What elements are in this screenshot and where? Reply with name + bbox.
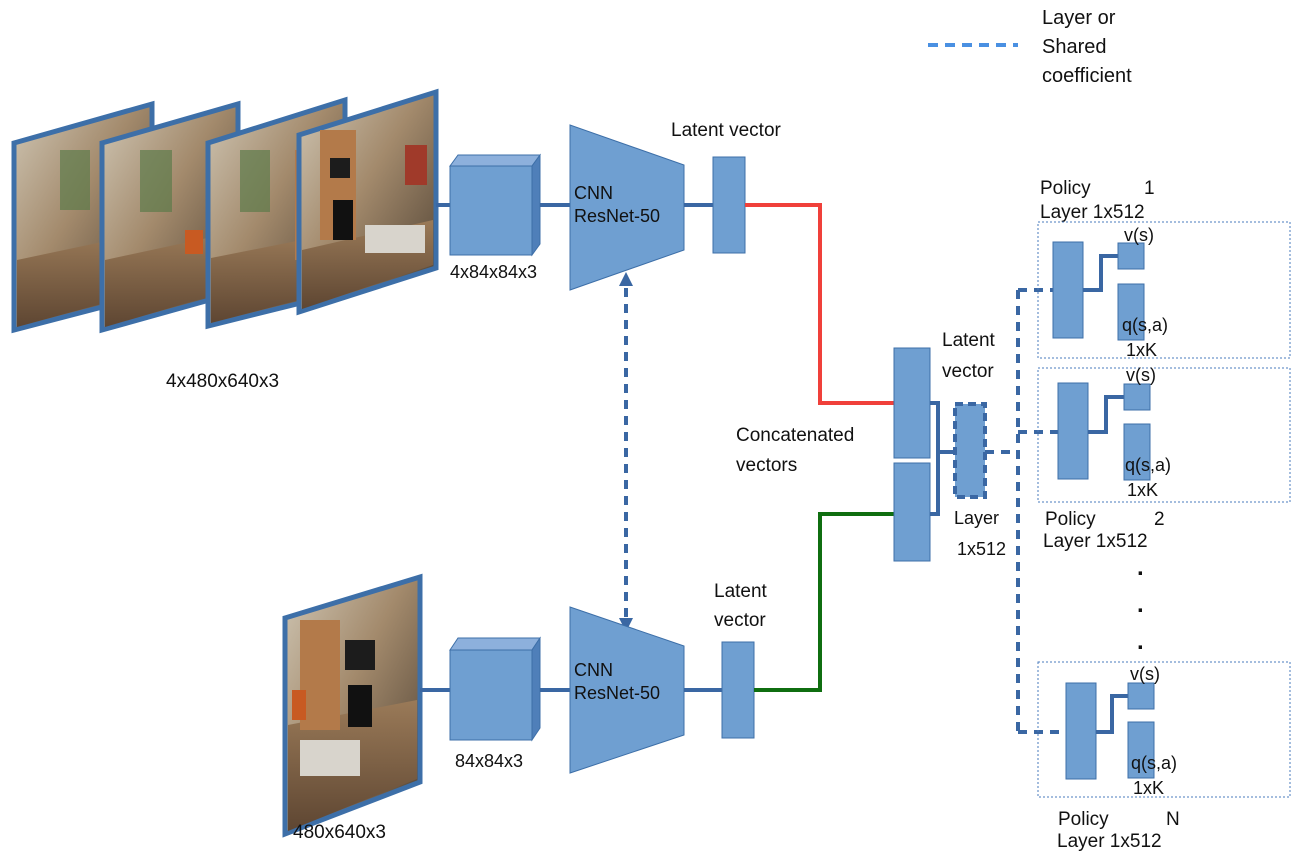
policy-2-v-label: v(s) (1126, 365, 1156, 385)
policy-2-q-label: q(s,a) (1125, 455, 1171, 475)
bottom-resized-label: 84x84x3 (455, 751, 523, 771)
policy-2-dotted-box (1037, 367, 1291, 503)
policy-n-layer: Layer 1x512 (1057, 831, 1162, 852)
policy-1-branch (1083, 254, 1118, 292)
top-latent-label: Latent vector (671, 120, 782, 141)
top-cnn-label-line1: CNN (574, 183, 613, 203)
policy-n-index: N (1166, 809, 1180, 830)
policy-block-1: Policy 1 Layer 1x512 v(s) q(s,a) 1xK (1037, 178, 1291, 360)
top-cnn-label-line2: ResNet-50 (574, 206, 660, 226)
policy-1-dotted-box (1037, 221, 1291, 359)
shared-layer-label-line1: Layer (954, 508, 999, 528)
policy-ellipsis-1: . (1137, 554, 1144, 581)
concat-vector-bottom (893, 462, 931, 562)
policy-1-index: 1 (1144, 178, 1155, 199)
legend-text-line2: Shared (1042, 36, 1107, 58)
bottom-resized-cube (449, 636, 541, 742)
policy-n-v-label: v(s) (1130, 664, 1160, 684)
shared-latent-label-line2: vector (942, 361, 994, 382)
top-cnn-block: CNN ResNet-50 (569, 124, 685, 291)
legend: Layer or Shared coefficient (928, 7, 1132, 87)
bottom-cnn-label-line1: CNN (574, 660, 613, 680)
policy-ellipsis-2: . (1137, 591, 1144, 618)
input-frame-4 (296, 88, 439, 316)
policy-1-v-label: v(s) (1124, 225, 1154, 245)
bottom-latent-label-line1: Latent (714, 581, 768, 602)
concat-merge-bracket (930, 401, 940, 516)
policy-2-k-label: 1xK (1127, 480, 1158, 500)
policy-1-title: Policy (1040, 178, 1091, 199)
policy-n-q-label: q(s,a) (1131, 753, 1177, 773)
shared-layer-label-line2: 1x512 (957, 539, 1006, 559)
policy-1-q-label: q(s,a) (1122, 315, 1168, 335)
top-input-label: 4x480x640x3 (166, 371, 279, 392)
bottom-cnn-label-line2: ResNet-50 (574, 683, 660, 703)
policy-2-layer-bar (1057, 382, 1089, 480)
top-resized-cube (449, 153, 541, 257)
policy-2-branch (1088, 395, 1124, 434)
policy-n-dotted-box (1037, 661, 1291, 798)
legend-text-line3: coefficient (1042, 65, 1132, 87)
bottom-input-label: 480x640x3 (293, 822, 386, 843)
bottom-latent-vector (721, 641, 755, 739)
policy-2-index: 2 (1154, 509, 1165, 530)
policy-n-v-block (1127, 682, 1155, 710)
shared-weights-arrowhead-up (619, 272, 633, 286)
top-input-frames (11, 88, 439, 334)
bottom-to-concat-path (754, 512, 894, 692)
top-to-concat-path (745, 203, 894, 405)
concat-label-line2: vectors (736, 455, 797, 476)
policy-n-k-label: 1xK (1133, 778, 1164, 798)
legend-text-line1: Layer or (1042, 7, 1116, 29)
bottom-latent-label-line2: vector (714, 610, 766, 631)
policy-1-v-block (1117, 242, 1145, 270)
policy-1-q-block (1117, 283, 1145, 341)
shared-latent-label-line1: Latent (942, 330, 996, 351)
top-resized-label: 4x84x84x3 (450, 262, 537, 282)
input-frame-2 (99, 100, 241, 334)
policy-2-q-block (1123, 423, 1151, 481)
policy-n-branch (1096, 694, 1128, 734)
shared-latent-layer (953, 402, 987, 499)
concat-vector-top (893, 347, 931, 459)
shared-weights-arrowhead-down (619, 618, 633, 632)
top-latent-vector (712, 156, 746, 254)
policy-2-title: Policy (1045, 509, 1096, 530)
bottom-cnn-block: CNN ResNet-50 (569, 606, 685, 774)
policy-block-n: v(s) q(s,a) 1xK Policy N Layer 1x512 (1037, 661, 1291, 852)
policy-1-layer-bar (1052, 241, 1084, 339)
policy-2-v-block (1123, 383, 1151, 411)
policy-n-title: Policy (1058, 809, 1109, 830)
policy-1-k-label: 1xK (1126, 340, 1157, 360)
policy-block-2: v(s) q(s,a) 1xK Policy 2 Layer 1x512 (1037, 365, 1291, 552)
policy-n-q-block (1127, 721, 1155, 779)
policy-1-layer: Layer 1x512 (1040, 202, 1145, 223)
policy-2-layer: Layer 1x512 (1043, 531, 1148, 552)
concat-label-line1: Concatenated (736, 425, 854, 446)
policy-ellipsis-3: . (1137, 628, 1144, 655)
policy-n-layer-bar (1065, 682, 1097, 780)
bottom-input-frame (282, 573, 423, 838)
